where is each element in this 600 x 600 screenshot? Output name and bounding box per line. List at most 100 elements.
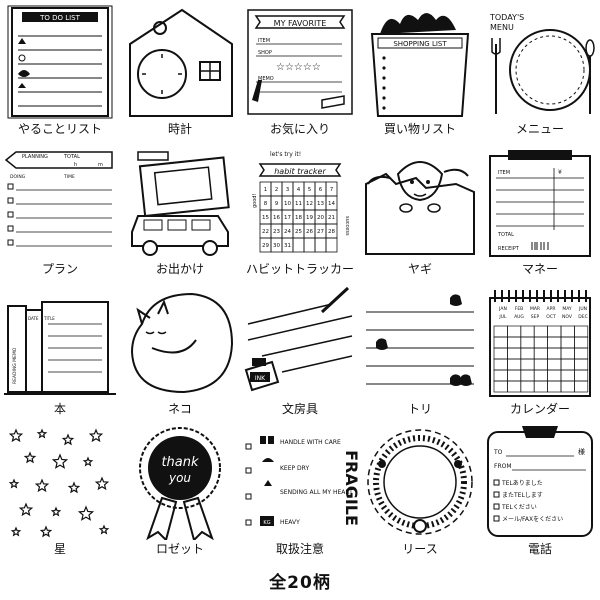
clock-illustration [122, 4, 238, 120]
calendar-month: JAN [498, 306, 507, 312]
calendar-ring [522, 290, 524, 302]
calendar-ring [557, 290, 559, 302]
star-shape [82, 456, 94, 467]
label-bird: トリ [407, 402, 432, 416]
habit-day: 23 [273, 229, 280, 235]
calendar-ring [543, 290, 545, 302]
label-wreath: リース [402, 542, 438, 556]
menu-title-1: TODAY'S [489, 13, 524, 22]
plan-m: m [98, 162, 103, 168]
phone-4: メール/FAXをください [502, 516, 563, 523]
calendar-cell [520, 380, 535, 393]
habit-day: 28 [328, 229, 335, 235]
star-shape [23, 451, 37, 464]
calendar-ring [494, 290, 496, 302]
habit-day: 15 [262, 215, 269, 221]
design-grid: TO DO LIST やることリスト [0, 0, 600, 560]
label-money: マネー [521, 262, 558, 276]
label-plan: プラン [41, 262, 78, 276]
calendar-ring [571, 290, 573, 302]
habit-day: 2 [275, 187, 279, 193]
habit-day: 24 [284, 229, 291, 235]
label-rosette: ロゼット [155, 542, 204, 556]
habit-day: 17 [284, 215, 291, 221]
calendar-cell [507, 336, 522, 349]
label-star: 星 [53, 542, 66, 556]
habit-cell [292, 237, 305, 253]
calendar-month: NOV [562, 314, 573, 320]
phone-sama: 様 [578, 447, 585, 456]
star-shape [10, 526, 22, 537]
calendar-ring [585, 290, 587, 302]
design-habit: let's try it! habit tracker good! succes… [240, 140, 360, 280]
rosette-thank: thank [161, 455, 199, 470]
calendar-month: JUN [578, 306, 587, 312]
calendar-cell [493, 347, 508, 360]
habit-cell [303, 237, 316, 253]
label-todo: やることリスト [17, 122, 102, 136]
calendar-cell [533, 380, 548, 393]
calendar-ring [508, 290, 510, 302]
calendar-cell [493, 369, 508, 382]
habit-cell [325, 237, 338, 253]
habit-day: 31 [284, 243, 291, 249]
calendar-cell [533, 325, 548, 338]
money-item: ITEM [498, 170, 510, 176]
calendar-cell [493, 325, 508, 338]
habit-cell [314, 237, 327, 253]
calendar-month: MAY [562, 306, 572, 312]
star-shape [39, 525, 53, 538]
habit-day: 10 [284, 201, 291, 207]
habit-day: 25 [295, 229, 302, 235]
phone-to: TO [493, 449, 503, 456]
calendar-grid [493, 325, 589, 393]
star-shape [67, 481, 81, 494]
star-illustration [2, 424, 118, 540]
design-goat: ヤギ [360, 140, 480, 280]
label-menu: メニュー [515, 122, 564, 136]
calendar-cell [520, 369, 535, 382]
habit-illustration: let's try it! habit tracker good! succes… [242, 144, 358, 260]
calendar-month: AUG [514, 314, 524, 320]
design-menu: TODAY'S MENU メニュー [480, 0, 600, 140]
label-outing: お出かけ [155, 262, 204, 276]
calendar-cell [507, 369, 522, 382]
calendar-cell [560, 325, 575, 338]
fragile-4: HEAVY [280, 519, 300, 526]
favorite-item: ITEM [258, 38, 270, 44]
calendar-month: DEC [578, 314, 587, 320]
fragile-big: FRAGILE [342, 450, 358, 526]
calendar-cell [507, 347, 522, 360]
habit-day: 6 [319, 187, 323, 193]
bird-illustration [362, 284, 478, 400]
habit-day: 11 [295, 201, 302, 207]
calendar-cell [574, 380, 589, 393]
habit-day: 20 [317, 215, 324, 221]
habit-day: 27 [317, 229, 324, 235]
habit-day: 3 [286, 187, 290, 193]
habit-good: good! [252, 194, 258, 208]
plan-time: TIME [63, 174, 75, 180]
habit-day: 26 [306, 229, 313, 235]
label-calendar: カレンダー [509, 402, 570, 416]
fragile-kg: KG [263, 520, 270, 526]
calendar-ring [529, 290, 531, 302]
favorite-title: MY FAVORITE [274, 19, 327, 28]
design-star: 星 [0, 420, 120, 560]
fragile-3: SENDING ALL MY HEART [280, 489, 353, 496]
calendar-cell [547, 358, 562, 371]
svg-text:☆☆☆☆☆: ☆☆☆☆☆ [276, 62, 321, 73]
design-plan: PLANNING TOTAL h m DOING TIME プラン [0, 140, 120, 280]
menu-illustration: TODAY'S MENU [482, 4, 598, 120]
favorite-shop: SHOP [258, 50, 272, 56]
design-stationery: INK 文房具 [240, 280, 360, 420]
habit-day: 19 [306, 215, 313, 221]
stationery-ink: INK [255, 375, 266, 382]
money-total: TOTAL [497, 232, 514, 238]
calendar-ring [578, 290, 580, 302]
habit-day: 16 [273, 215, 280, 221]
habit-day: 4 [297, 187, 301, 193]
calendar-cell [574, 347, 589, 360]
habit-day: 1 [264, 187, 268, 193]
